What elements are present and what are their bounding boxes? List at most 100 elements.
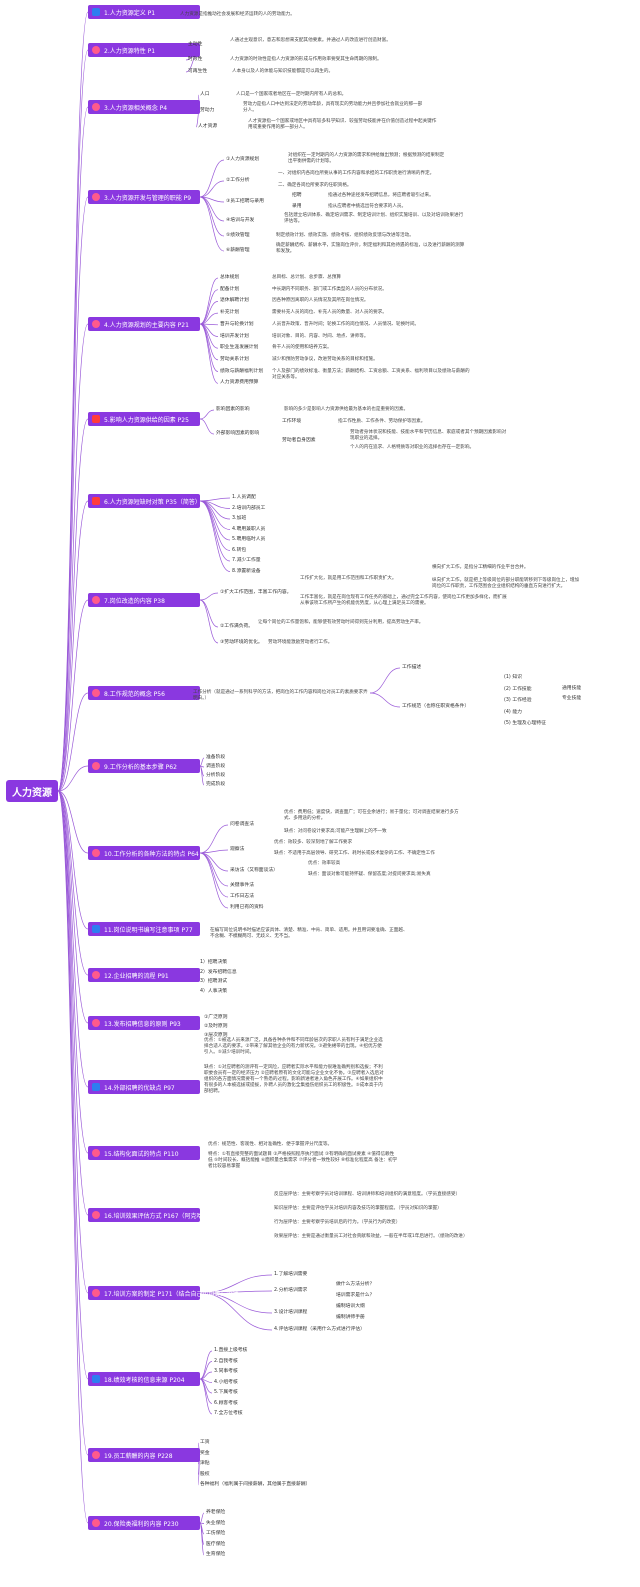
info-icon bbox=[92, 8, 100, 16]
n6-v2a: 指工作性质、工作条件、劳动保护等因素。 bbox=[338, 419, 426, 424]
n21-item: 失业保险 bbox=[206, 1520, 226, 1526]
topic-20[interactable]: 19.员工薪酬的内容 P228 bbox=[88, 1448, 200, 1462]
topic-14[interactable]: 13.发布招聘信息的原则 P93 bbox=[88, 1016, 200, 1030]
n9-k2: 工作规范（也称任职资格条件） bbox=[402, 704, 470, 709]
branch-connector bbox=[199, 824, 229, 854]
topic-label: 12.企业招聘的流程 P91 bbox=[104, 972, 169, 980]
n6-v2b: 劳动者身体状况和技能、技能水平和学历信息、家庭或者其个预期因素影响对现职业的选择… bbox=[350, 430, 507, 441]
topic-18[interactable]: 17.培训方案的制定 P171（结合自己小组等）论述 bbox=[88, 1286, 239, 1300]
n10-connector bbox=[199, 765, 205, 786]
topic-10[interactable]: 9.工作分析的基本步骤 P62 bbox=[88, 759, 200, 773]
topic-label: 13.发布招聘信息的原则 P93 bbox=[104, 1020, 181, 1028]
topic-label: 11.岗位说明书编写注意事项 P77 bbox=[104, 926, 193, 934]
topic-19[interactable]: 18.绩效考核的信息来源 P204 bbox=[88, 1372, 200, 1386]
n12-text: 在编写岗位说明书时描述应该具体、清楚、精准、中肯、简单、适用。并且用词要准确、正… bbox=[210, 928, 408, 939]
n15-pros: 优点：①被选人员来源广泛，具备各种条件和不同年龄层次的求职人员有利于满足企业选择… bbox=[204, 1038, 383, 1055]
n16-cons: 特点：①有直接完整的面试题目 ②严格按照程序执行面试 ③有明确的面试要素 ④值得… bbox=[208, 1152, 398, 1169]
branch-connector bbox=[199, 1290, 273, 1294]
n4-k1: ①人力资源规划 bbox=[226, 157, 260, 162]
n18-k3b: 编制讲师手册 bbox=[336, 1315, 365, 1320]
priority-icon bbox=[92, 1289, 100, 1297]
root-to-topic-connector bbox=[57, 790, 89, 1154]
n13-step: 2）发布招聘信息 bbox=[200, 969, 237, 975]
topic-11[interactable]: 10.工作分析的各种方法的特点 P64 bbox=[88, 846, 200, 860]
priority-icon bbox=[92, 1019, 100, 1027]
n9-skill: 专业技能 bbox=[562, 696, 582, 701]
n21-item: 工伤保险 bbox=[206, 1531, 226, 1536]
n13-step: 1）招聘决策 bbox=[200, 960, 228, 965]
n19-source: 5.下属考核 bbox=[214, 1390, 238, 1395]
n11-k3a: 优点：效率较高 bbox=[308, 861, 341, 866]
topic-15[interactable]: 14.外部招聘的优缺点 P97 bbox=[88, 1080, 200, 1094]
n19-source: 3.同事考核 bbox=[214, 1369, 238, 1374]
topic-label: 3.人力资源相关概念 P4 bbox=[104, 104, 168, 112]
info-icon bbox=[92, 1375, 100, 1383]
topic-12[interactable]: 11.岗位说明书编写注意事项 P77 bbox=[88, 922, 200, 936]
n7-item: 1.人员调配 bbox=[232, 495, 256, 500]
root-to-topic-connector bbox=[57, 692, 89, 792]
n8-k1b: 工作丰富化，就是在岗位现有工作任务的基础上，通过完全工作内容，使岗位工作更加多样… bbox=[300, 595, 507, 606]
n10-step: 调查阶段 bbox=[206, 764, 226, 769]
branch-connector bbox=[199, 418, 215, 435]
n9-main: 工作分析（就是通过一系列科学的方法，把岗位的工作内容和岗位对员工的素质要求弄明白… bbox=[193, 690, 368, 701]
topic-4[interactable]: 3.人力资源开发与管理的职能 P9 bbox=[88, 190, 200, 204]
topic-9[interactable]: 8.工作规范的概念 P56 bbox=[88, 686, 200, 700]
n17-level: 效果层评估：主要是通过衡量员工对社会贡献和效益，一般在半年或1年后进行。（绩效的… bbox=[274, 1234, 468, 1239]
n11-k2b: 缺点：不适用于高层领导、研究工作、耗时长或技术复杂的工作、不确定性工作 bbox=[274, 851, 435, 856]
topic-7[interactable]: 6.人力资源短缺时对策 P35（简答） bbox=[88, 494, 201, 508]
n10-step: 准备阶段 bbox=[206, 755, 226, 760]
topic-16[interactable]: 15.结构化面试的特点 P110 bbox=[88, 1146, 200, 1160]
n6-k2: 外部影响因素的影响 bbox=[216, 431, 260, 436]
n5-value: 因各种原因离职的人员情况及其所在岗位情况。 bbox=[272, 298, 369, 304]
n14-principle: ②及时原则 bbox=[204, 1024, 228, 1029]
n4-v2b: 二、确定各岗位所要求的任职资格。 bbox=[278, 183, 352, 188]
priority-icon bbox=[92, 971, 100, 979]
root-to-topic-connector bbox=[57, 790, 89, 854]
n11-k3b: 缺点：面谈对象可能持怀疑、保留态度;对提问要求高;易失真 bbox=[308, 872, 431, 877]
n7-item: 8.添置新设备 bbox=[232, 568, 261, 574]
topic-21[interactable]: 20.保险类福利的内容 P230 bbox=[88, 1516, 200, 1530]
root-to-topic-connector bbox=[57, 765, 89, 792]
n2-v1: 人通过主观意识，意志和思想来支配其他要素。并通过人的改造进行创造财富。 bbox=[230, 38, 391, 43]
n8-v2: 让每个岗位的工作量饱和，能够使有效劳动时间得到充分利用，提高劳动生产率。 bbox=[258, 620, 424, 625]
n6-k1: 影响因素的影响 bbox=[216, 407, 250, 412]
info-icon bbox=[92, 925, 100, 933]
topic-17[interactable]: 16.培训效果评估方式 P167（阿克哈特重要提出） bbox=[88, 1208, 239, 1222]
n5-key: 职业生涯发展计划 bbox=[220, 345, 259, 351]
n5-key: 培训开发计划 bbox=[220, 333, 249, 339]
n11-k2a: 优点：效较多、较深刻地了解工作要求 bbox=[274, 840, 353, 845]
topic-8[interactable]: 7.岗位改造的内容 P38 bbox=[88, 593, 200, 607]
topic-3[interactable]: 3.人力资源相关概念 P4 bbox=[88, 100, 200, 114]
n9-skill: 通用技能 bbox=[562, 686, 582, 691]
n9-item: (1) 知识 bbox=[504, 675, 522, 680]
n18-k3a: 编制培训大纲 bbox=[336, 1304, 365, 1309]
n5-value: 总目标、总计划、总步骤、总预算 bbox=[272, 275, 341, 280]
n6-v2c: 个人的内在追求、人格特质等对职业的选择也存在一定影响。 bbox=[350, 445, 475, 450]
branch-connector bbox=[199, 180, 225, 198]
n6-v1: 影响的多少是影响人力资源供给最为基本的也是重要的因素。 bbox=[284, 407, 409, 412]
topic-2[interactable]: 2.人力资源特性 P1 bbox=[88, 43, 200, 57]
root-to-topic-connector bbox=[57, 790, 89, 1024]
n11-k4: 关键事件法 bbox=[230, 883, 254, 888]
branch-connector bbox=[199, 592, 219, 601]
n8-k2: ②工作满负荷。 bbox=[220, 624, 254, 629]
n5-key: 绩效与薪酬福利计划 bbox=[220, 368, 264, 374]
n7-connector bbox=[199, 500, 231, 541]
priority-icon bbox=[92, 103, 100, 111]
topic-1[interactable]: 1.人力资源定义 P1 bbox=[88, 5, 200, 19]
root-to-topic-connector bbox=[57, 106, 89, 792]
n10-connector bbox=[199, 757, 205, 767]
root-to-topic-connector bbox=[57, 790, 89, 1456]
topic-5[interactable]: 4.人力资源规划的主要内容 P21 bbox=[88, 317, 200, 331]
n18-k3: 3.设计培训课程 bbox=[274, 1310, 308, 1315]
n5-value: 骨干人员的使用和培养方案。 bbox=[272, 345, 332, 351]
n11-k3: 采访法（又称面谈法） bbox=[230, 868, 278, 873]
n10-step: 分析阶段 bbox=[206, 773, 226, 778]
n20-item: 奖金 bbox=[200, 1450, 210, 1456]
topic-6[interactable]: 5.影响人力资源供给的因素 P25 bbox=[88, 412, 200, 426]
n19-source: 1.直接上级考核 bbox=[214, 1348, 248, 1353]
root-node[interactable]: 人力资源 bbox=[6, 780, 58, 802]
topic-13[interactable]: 12.企业招聘的流程 P91 bbox=[88, 968, 200, 982]
n3-v3: 人才资源指一个国家或地区中具有较多科学知识、较强劳动技能并在价值创造过程中起关键… bbox=[248, 119, 437, 130]
